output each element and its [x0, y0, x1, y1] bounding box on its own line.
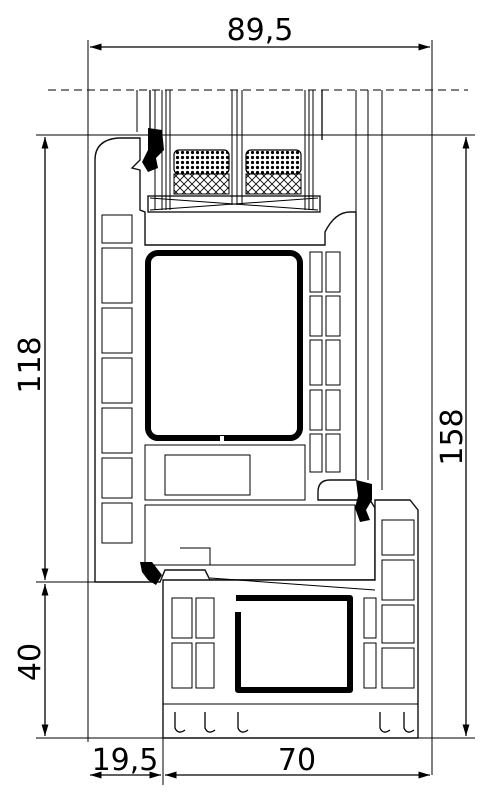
- bottom-left-width-dimension: 19,5: [92, 743, 159, 778]
- left-upper-height-dimension: 118: [13, 336, 48, 393]
- bottom-right-width-dimension: 70: [278, 743, 316, 778]
- right-total-height-dimension: 158: [435, 408, 470, 465]
- left-lower-height-dimension: 40: [13, 643, 48, 681]
- frame-steel-reinforcement: [235, 595, 353, 693]
- dimension-lines: [36, 40, 475, 785]
- top-width-dimension: 89,5: [227, 13, 294, 48]
- sash-profile: [94, 137, 376, 583]
- gaskets: [140, 128, 372, 585]
- frame-profile: [162, 499, 419, 739]
- glazing-unit: [136, 90, 383, 490]
